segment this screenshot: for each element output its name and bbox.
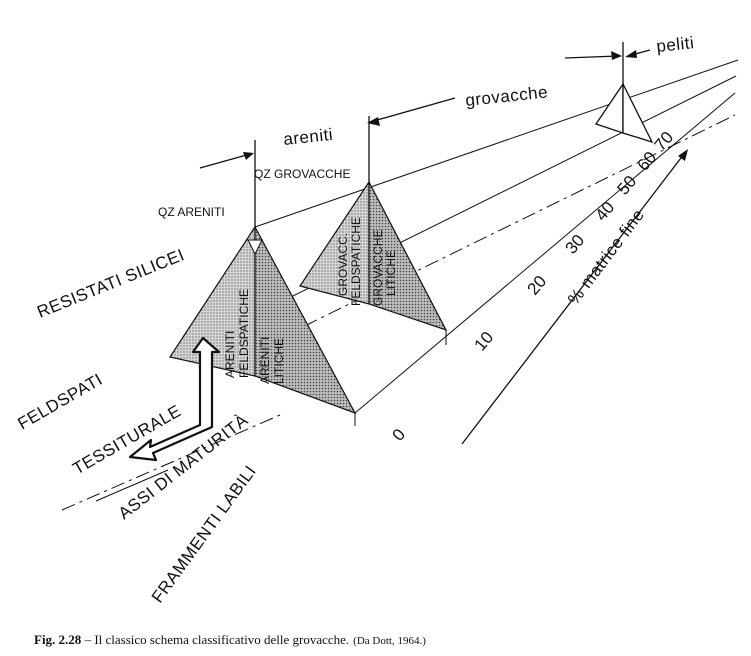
- caption-label: Fig. 2.28: [34, 632, 82, 647]
- label-grovacche-litiche-1: GROVACCHE: [371, 230, 385, 306]
- label-qz-areniti: QZ ARENITI: [158, 205, 225, 219]
- label-grovacc-feldspatiche-2: FELDSPATICHE: [349, 217, 363, 306]
- areniti-prism: [169, 224, 357, 415]
- inner-labels: ARENITI FELDSPATICHE ARENITI LITICHE GRO…: [223, 217, 398, 384]
- label-areniti-litiche-2: LITICHE: [272, 338, 286, 384]
- label-qz-grovacche: QZ GROVACCHE: [254, 167, 350, 181]
- label-areniti-feldspatiche-2: FELDSPATICHE: [237, 289, 251, 378]
- base-ticks: [354, 330, 447, 426]
- label-grovacche: grovacche: [464, 82, 548, 110]
- label-grovacche-litiche-2: LITICHE: [384, 250, 398, 296]
- label-feldspati: FELDSPATI: [15, 370, 106, 434]
- label-areniti-feldspatiche-1: ARENITI: [223, 331, 237, 378]
- caption-text: – Il classico schema classificativo dell…: [81, 632, 349, 647]
- label-peliti: peliti: [655, 33, 695, 56]
- grovacche-prism: [299, 180, 448, 332]
- label-areniti: areniti: [282, 125, 334, 149]
- matrice-scale: 0 10 20 30 40 50 60 70 % matrice fine: [389, 128, 678, 445]
- boundary-lines: [254, 42, 624, 227]
- label-grovacc-feldspatiche-1: GROVACC.: [336, 233, 350, 296]
- matrice-axis-arrow: [461, 149, 688, 445]
- tick-10: 10: [471, 328, 498, 355]
- tick-40: 40: [592, 198, 619, 225]
- tick-0: 0: [389, 425, 410, 444]
- figure-caption: Fig. 2.28 – Il classico schema classific…: [34, 632, 426, 647]
- tick-20: 20: [524, 272, 551, 299]
- tick-30: 30: [562, 231, 589, 258]
- range-arrows: [199, 49, 651, 169]
- maturity-arrow-icon: [128, 336, 221, 462]
- tick-70: 70: [651, 128, 678, 155]
- tick-60: 60: [634, 148, 661, 175]
- caption-source: (Da Dott, 1964.): [353, 635, 426, 647]
- label-resistati-silicei: RESISTATI SILICEI: [34, 245, 187, 321]
- peliti-prism: [594, 81, 654, 144]
- label-areniti-litiche-1: ARENITI: [258, 337, 272, 384]
